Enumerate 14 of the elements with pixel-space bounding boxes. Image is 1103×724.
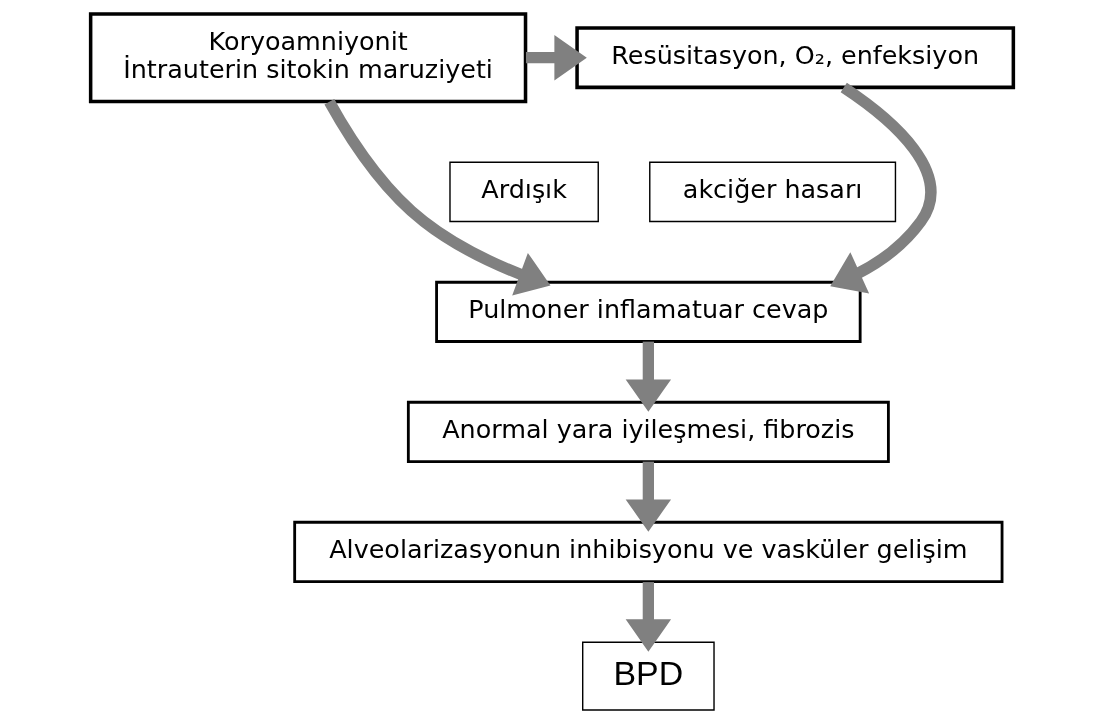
arrow (525, 35, 587, 81)
node-box: BPD (581, 641, 715, 711)
node-box: Koryoamniyonit İntrauterin sitokin maruziyeti (88, 12, 527, 104)
node-box: Resüsitasyon, O₂, enfeksiyon (574, 26, 1015, 90)
node-box: Ardışık (448, 161, 599, 223)
node-box: Alveolarizasyonun inhibisyonu ve vasküler gelişim (292, 520, 1003, 583)
arrow (323, 98, 550, 296)
arrow (625, 461, 671, 532)
arrow (625, 582, 671, 652)
arrow (829, 82, 936, 294)
arrow (625, 341, 671, 412)
node-box: akciğer hasarı (648, 161, 896, 223)
node-box: Anormal yara iyileşmesi, fibrozis (406, 400, 890, 463)
node-box: Pulmoner inflamatuar cevap (434, 280, 862, 343)
